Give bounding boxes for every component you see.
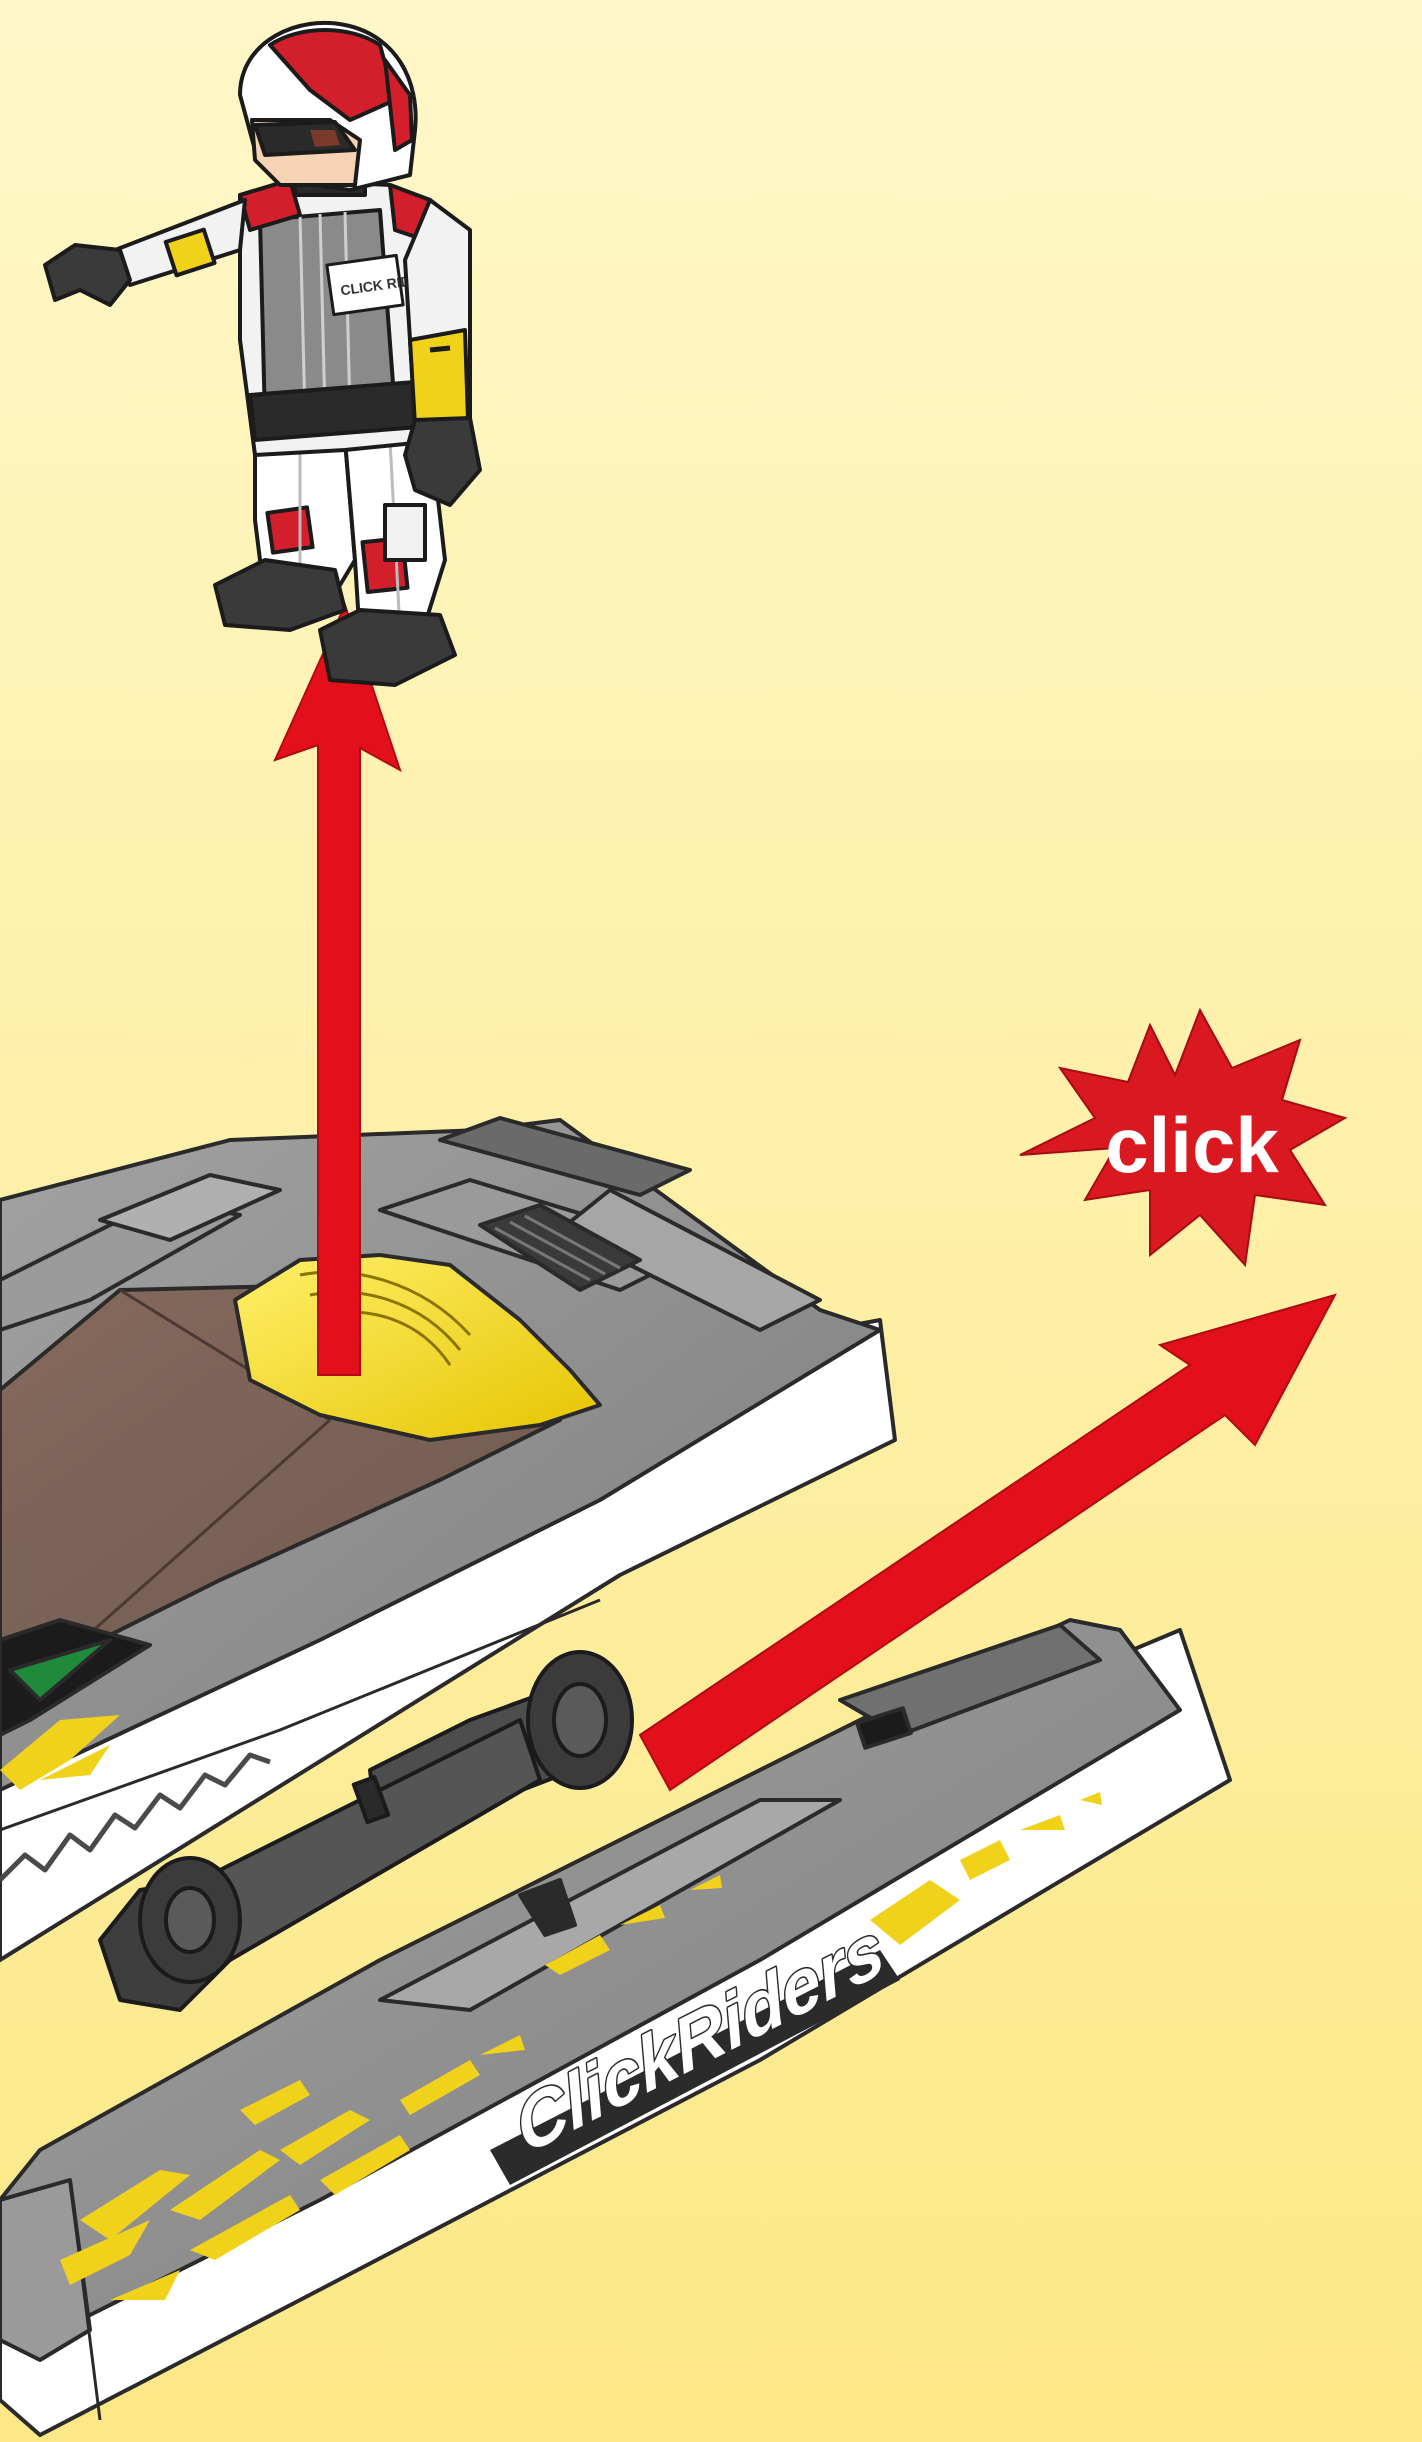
click-label: click bbox=[1105, 1101, 1279, 1189]
helmet bbox=[240, 23, 416, 190]
